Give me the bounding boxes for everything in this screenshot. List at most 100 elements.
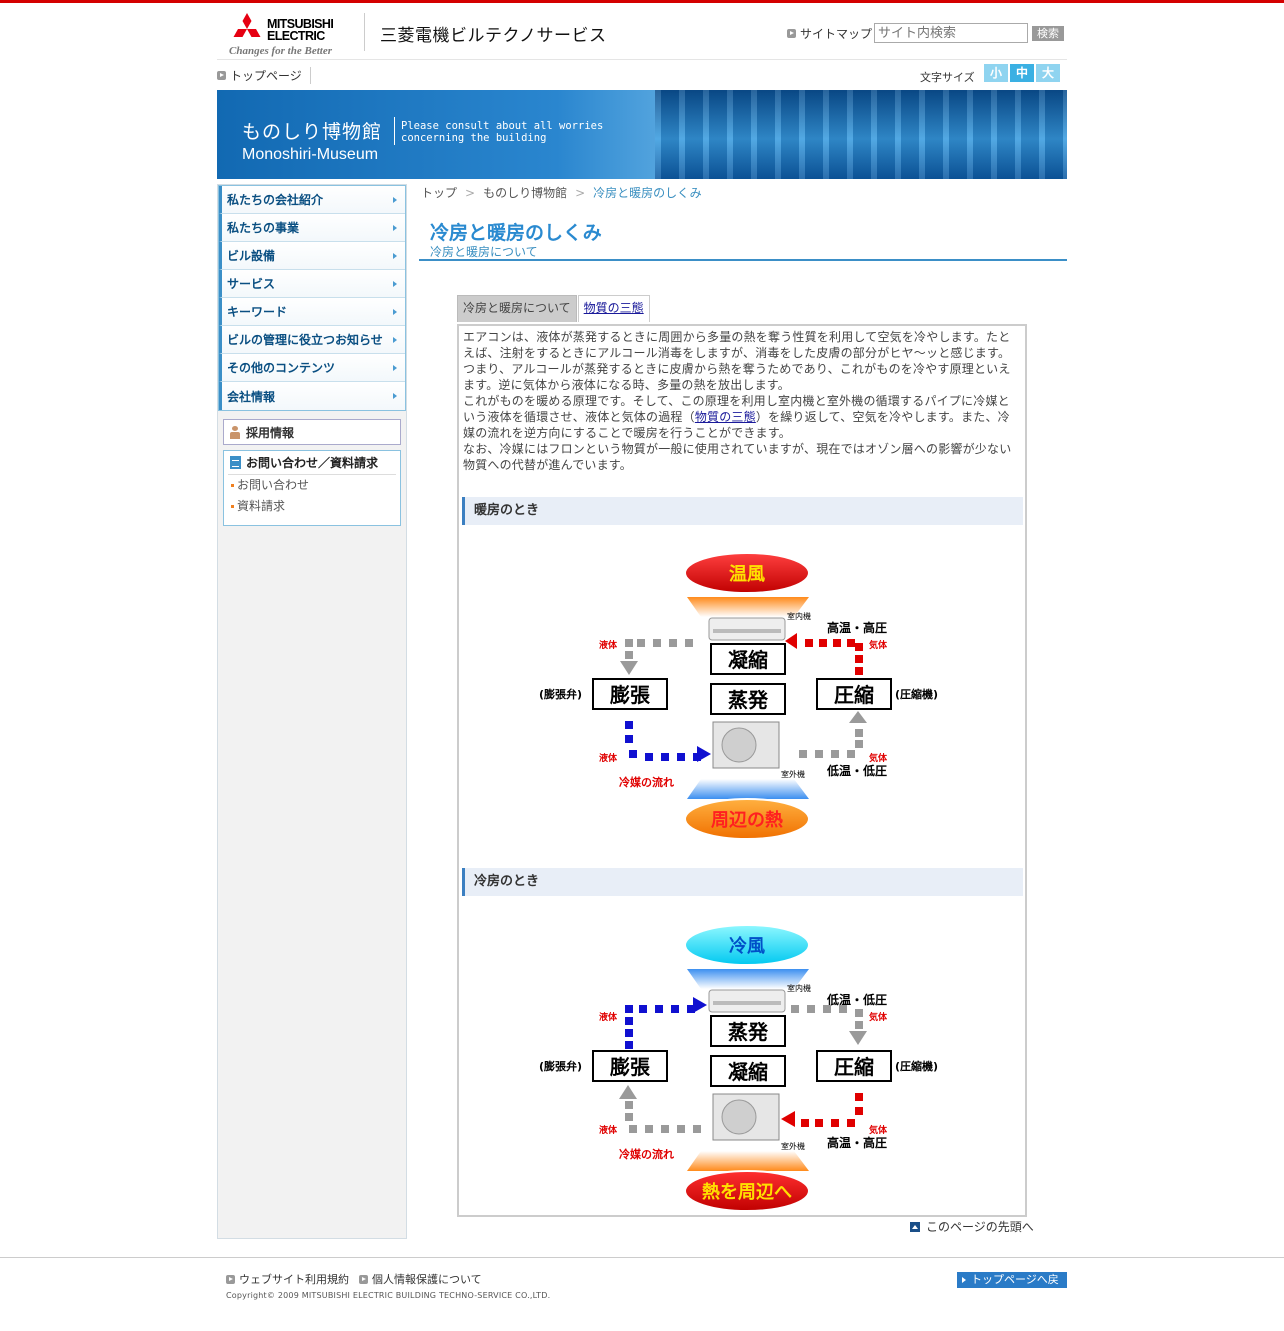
- upper-process-box: [710, 643, 786, 675]
- refrigerant-dot: [855, 1009, 863, 1017]
- refrigerant-dot: [661, 753, 669, 761]
- banner-title-en: Monoshiri-Museum: [242, 146, 379, 163]
- refrigerant-dot: [855, 1107, 863, 1115]
- sidebar-item-service[interactable]: サービス: [219, 270, 405, 298]
- refrigerant-flow-label: 冷媒の流れ: [619, 1147, 674, 1161]
- refrigerant-dot: [653, 639, 661, 647]
- flow-arrow-up: [619, 1085, 637, 1099]
- top-air-oval: [684, 552, 810, 594]
- mitsubishi-logo[interactable]: MITSUBISHI ELECTRIC Changes for the Bett…: [227, 11, 342, 61]
- content-tabs: 冷房と暖房について 物質の三態: [457, 295, 650, 322]
- refrigerant-dot: [801, 1119, 809, 1127]
- refrigerant-dot: [855, 740, 863, 748]
- indoor-unit-vent: [713, 629, 781, 633]
- contact-heading: お問い合わせ／資料請求: [228, 451, 396, 475]
- refrigerant-dot: [625, 1041, 633, 1049]
- outdoor-fan-icon: [721, 1099, 757, 1135]
- lower-state-label: 高温・高圧: [827, 1135, 887, 1150]
- tab-heating-cooling[interactable]: 冷房と暖房について: [457, 295, 577, 322]
- sidebar-nav: 私たちの会社紹介 私たちの事業 ビル設備 サービス キーワード ビルの管理に役立…: [218, 185, 406, 411]
- flow-arrow-right: [697, 746, 711, 762]
- font-size-small-button[interactable]: 小: [984, 64, 1008, 82]
- refrigerant-dot: [625, 651, 633, 659]
- top-page-label: トップページ: [230, 69, 302, 83]
- breadcrumb: トップ>ものしり博物館>冷房と暖房のしくみ: [419, 184, 1067, 202]
- sitemap-link[interactable]: サイトマップ: [787, 25, 872, 42]
- sidebar-item-building-equipment[interactable]: ビル設備: [219, 242, 405, 270]
- outdoor-airflow: [687, 1151, 809, 1171]
- contact-title: お問い合わせ／資料請求: [246, 456, 379, 470]
- tab-three-states[interactable]: 物質の三態: [577, 295, 650, 322]
- bottom-air-label: 熱を周辺へ: [702, 1181, 792, 1203]
- flow-arrow-up: [849, 711, 867, 723]
- bottom-air-label: 周辺の熱: [711, 809, 783, 831]
- search-button[interactable]: 検索: [1032, 26, 1064, 41]
- arrow-bullet-icon: [226, 1274, 235, 1284]
- breadcrumb-museum[interactable]: ものしり博物館: [483, 186, 568, 200]
- flow-arrow-right: [693, 997, 707, 1013]
- lower-process-label: 凝縮: [728, 1060, 768, 1084]
- recruit-link[interactable]: 採用情報: [223, 419, 401, 445]
- document-icon: [230, 456, 241, 469]
- page-wrapper: MITSUBISHI ELECTRIC Changes for the Bett…: [217, 3, 1067, 1239]
- compression-label: 圧縮: [834, 1055, 874, 1079]
- refrigerant-dot: [855, 667, 863, 675]
- outdoor-airflow: [687, 779, 809, 799]
- museum-banner: ものしり博物館 Please consult about all worries…: [217, 90, 1067, 179]
- refrigerant-dot: [815, 750, 823, 758]
- lower-process-label: 蒸発: [728, 688, 769, 712]
- back-to-top-page-button[interactable]: トップページへ戻る: [957, 1272, 1067, 1302]
- refrigerant-dot: [669, 639, 677, 647]
- refrigerant-dot: [823, 1005, 831, 1013]
- top-air-label: 温風: [729, 564, 765, 585]
- font-size-medium-button[interactable]: 中: [1010, 64, 1034, 82]
- indoor-unit-label: 室内機: [787, 611, 811, 621]
- indoor-airflow: [687, 969, 809, 989]
- refrigerant-dot: [625, 721, 633, 729]
- sidebar-item-other-contents[interactable]: その他のコンテンツ: [219, 354, 405, 382]
- gas-label: 気体: [869, 752, 888, 764]
- refrigerant-dot: [805, 639, 813, 647]
- page-title: 冷房と暖房のしくみ: [430, 222, 602, 244]
- page-top-link[interactable]: このページの先頭へ: [910, 1218, 1034, 1235]
- privacy-link[interactable]: 個人情報保護について: [359, 1271, 482, 1287]
- font-size-label: 文字サイズ: [920, 71, 975, 84]
- refrigerant-dot: [637, 639, 645, 647]
- upper-process-label: 凝縮: [728, 648, 768, 672]
- refrigerant-dot: [847, 1119, 855, 1127]
- sidebar-item-corporate-info[interactable]: 会社情報: [219, 382, 405, 410]
- sidebar-item-business[interactable]: 私たちの事業: [219, 214, 405, 242]
- upper-process-box: [710, 1015, 786, 1047]
- expansion-valve-label: (膨張弁): [539, 1059, 582, 1073]
- sidebar-item-company-intro[interactable]: 私たちの会社紹介: [219, 186, 405, 214]
- refrigerant-dot: [625, 1017, 633, 1025]
- three-states-link[interactable]: 物質の三態: [694, 410, 756, 424]
- search-input[interactable]: [874, 23, 1028, 43]
- heating-diagram: 温風室内機凝縮蒸発膨張(膨張弁)圧縮(圧縮機)室外機周辺の熱高温・高圧低温・低圧…: [539, 552, 938, 840]
- compression-box: [816, 1050, 892, 1082]
- expansion-box: [592, 1050, 668, 1082]
- breadcrumb-top[interactable]: トップ: [421, 186, 458, 200]
- document-request-link[interactable]: 資料請求: [224, 496, 400, 517]
- refrigerant-dot: [855, 729, 863, 737]
- refrigerant-dot: [815, 1119, 823, 1127]
- banner-photo: [655, 90, 1067, 179]
- refrigerant-dot: [855, 655, 863, 663]
- sidebar-item-notices[interactable]: ビルの管理に役立つお知らせ: [219, 326, 405, 354]
- sidebar-item-keyword[interactable]: キーワード: [219, 298, 405, 326]
- brand-tagline: Changes for the Better: [229, 45, 332, 57]
- inquiry-link[interactable]: お問い合わせ: [224, 475, 400, 496]
- upper-state-label: 高温・高圧: [827, 620, 887, 635]
- flow-arrow-left: [785, 633, 797, 649]
- main-content: トップ>ものしり博物館>冷房と暖房のしくみ 冷房と暖房のしくみ 冷房と暖房につい…: [419, 184, 1067, 1234]
- top-page-link[interactable]: トップページ: [217, 67, 311, 84]
- font-size-large-button[interactable]: 大: [1036, 64, 1060, 82]
- refrigerant-dot: [625, 735, 633, 743]
- company-name[interactable]: 三菱電機ビルテクノサービス: [380, 26, 607, 46]
- terms-link[interactable]: ウェブサイト利用規約: [226, 1271, 349, 1287]
- refrigerant-dot: [629, 1125, 637, 1133]
- top-red-line: [0, 0, 1284, 3]
- expansion-label: 膨張: [609, 1055, 651, 1079]
- refrigerant-dot: [855, 1021, 863, 1029]
- banner-divider: [394, 117, 395, 145]
